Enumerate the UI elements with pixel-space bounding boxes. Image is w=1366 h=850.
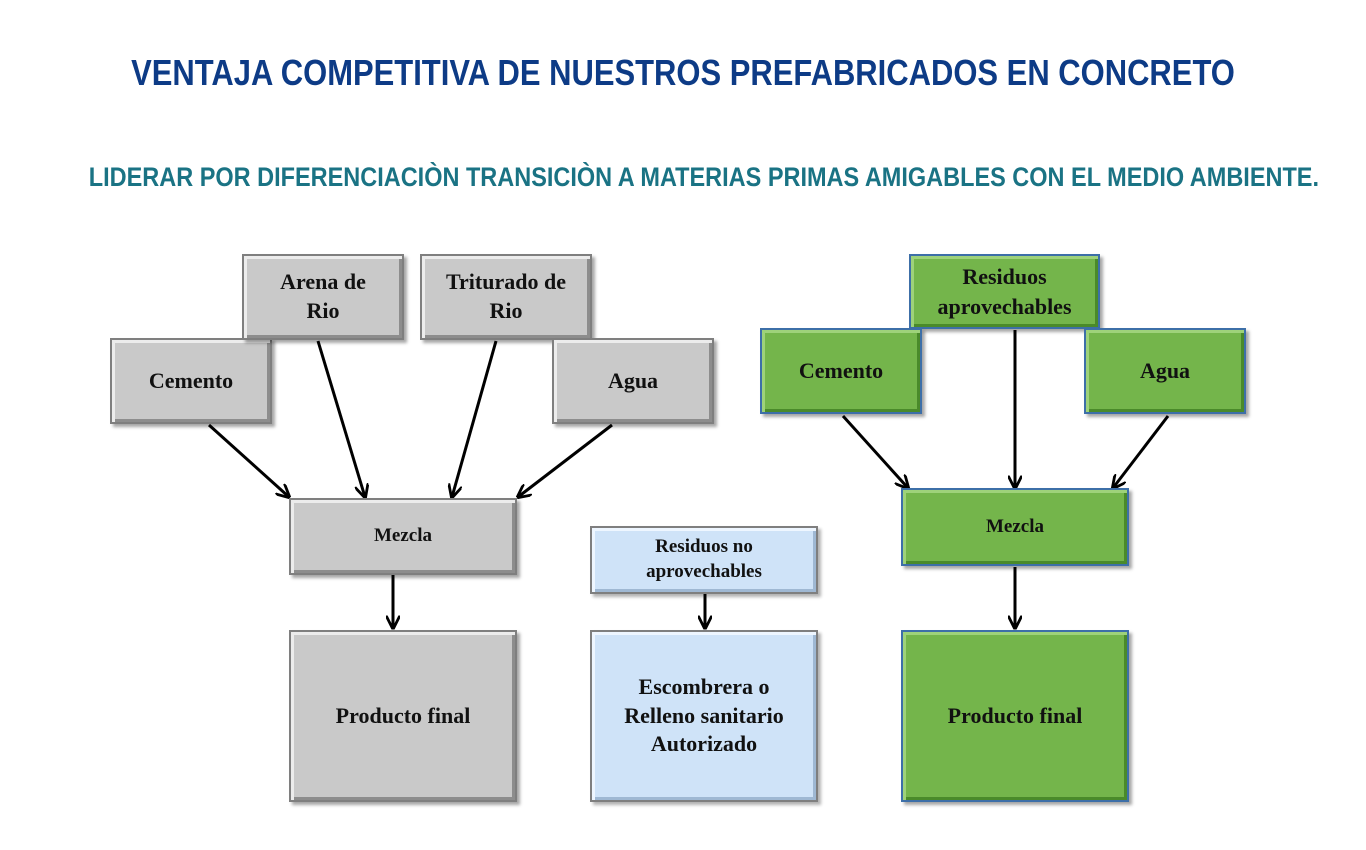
node-cemento-label: Cemento xyxy=(148,367,234,393)
node-residuos-aprovechables: Residuos aprovechables xyxy=(909,254,1100,329)
node-arena-label-2: Rio xyxy=(306,298,340,323)
node-arena-de-rio: Arena de Rio xyxy=(242,254,404,340)
node-green-producto-label: Producto final xyxy=(947,702,1083,728)
page-subtitle: LIDERAR POR DIFERENCIACIÒN TRANSICIÒN A … xyxy=(88,162,1320,192)
arrow-cemento-mezcla xyxy=(207,423,289,497)
node-residuos-no-label-2: aprovechables xyxy=(646,561,762,582)
node-producto-label: Producto final xyxy=(335,702,471,728)
arrow-arena-mezcla xyxy=(316,340,365,497)
node-green-cemento: Cemento xyxy=(760,328,922,414)
node-triturado-de-rio: Triturado de Rio xyxy=(420,254,592,340)
node-triturado-label-2: Rio xyxy=(489,298,523,323)
node-triturado-label-1: Triturado de xyxy=(446,269,566,295)
node-escombrera-label-1: Escombrera o xyxy=(638,674,770,700)
node-mezcla: Mezcla xyxy=(289,498,517,575)
node-escombrera-label-3: Autorizado xyxy=(650,731,758,757)
node-green-mezcla: Mezcla xyxy=(901,488,1129,566)
node-agua: Agua xyxy=(552,338,714,424)
node-cemento: Cemento xyxy=(110,338,272,424)
node-agua-label: Agua xyxy=(607,367,659,393)
node-residuos-aprov-label-2: aprovechables xyxy=(937,293,1072,319)
node-arena-label-1: Arena de xyxy=(280,269,366,295)
arrow-green-cemento-mezcla xyxy=(841,414,908,488)
node-green-producto-final: Producto final xyxy=(901,630,1129,802)
node-green-cemento-label: Cemento xyxy=(798,357,884,383)
node-producto-final: Producto final xyxy=(289,630,517,802)
node-residuos-aprov-label-1: Residuos xyxy=(962,263,1047,289)
arrow-green-agua-mezcla xyxy=(1113,415,1170,488)
node-mezcla-label: Mezcla xyxy=(373,525,432,547)
node-green-agua: Agua xyxy=(1084,328,1246,414)
node-escombrera-label-2: Relleno sanitario xyxy=(624,702,784,728)
page-title: VENTAJA COMPETITIVA DE NUESTROS PREFABRI… xyxy=(131,52,1235,93)
node-green-agua-label: Agua xyxy=(1139,357,1191,383)
node-escombrera: Escombrera o Relleno sanitario Autorizad… xyxy=(590,630,818,802)
arrow-triturado-mezcla xyxy=(452,340,498,497)
arrow-agua-mezcla xyxy=(518,423,613,497)
node-residuos-no-aprovechables: Residuos no aprovechables xyxy=(590,526,818,594)
node-residuos-no-label-1: Residuos no xyxy=(655,536,753,558)
node-green-mezcla-label: Mezcla xyxy=(985,515,1044,537)
